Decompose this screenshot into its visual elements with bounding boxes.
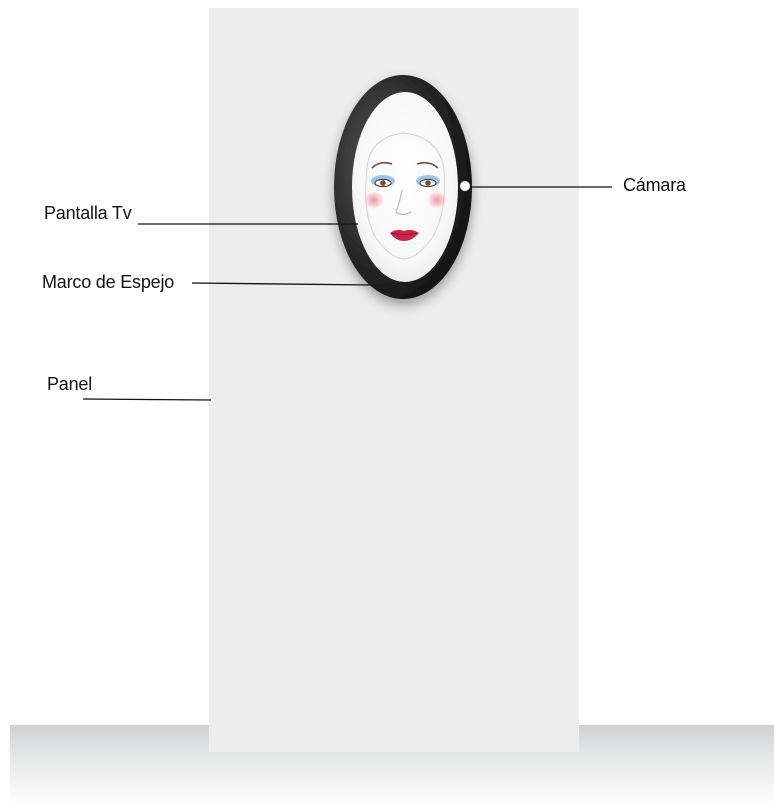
panel-label: Panel — [47, 374, 92, 395]
camera-label: Cámara — [623, 175, 686, 196]
frame-leader-line — [192, 283, 372, 285]
camera-dot — [460, 181, 470, 191]
tv-screen — [352, 92, 458, 282]
screen-label: Pantalla Tv — [44, 203, 132, 224]
frame-label: Marco de Espejo — [42, 272, 174, 293]
panel-leader-line — [83, 399, 211, 400]
